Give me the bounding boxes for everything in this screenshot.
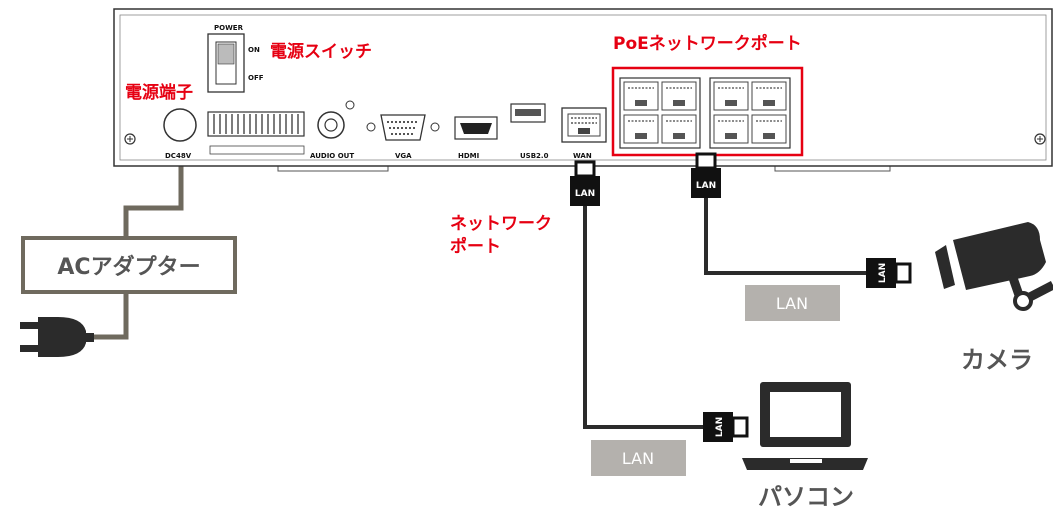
- plug-icon: [20, 317, 94, 357]
- lan-connector-icon: LAN: [703, 412, 749, 442]
- poe-ports-callout: PoEネットワークポート: [613, 33, 802, 54]
- pc-cable-sticker: [591, 440, 686, 476]
- power-switch-callout: 電源スイッチ: [270, 41, 372, 62]
- nvr-rear-panel: POWER ON OFF DC48V AUDIO OUT VGA: [113, 8, 1053, 172]
- plug-cable: [90, 292, 129, 340]
- poe-connector-tag: LAN: [696, 181, 716, 191]
- ac-adapter-label: ACアダプター: [57, 254, 200, 280]
- power-terminal-callout: 電源端子: [125, 82, 193, 103]
- vga-label: VGA: [395, 152, 412, 160]
- dc-power-jack[interactable]: [163, 108, 197, 142]
- vga-port[interactable]: [366, 114, 440, 141]
- usb-label: USB2.0: [520, 152, 549, 160]
- hdmi-label: HDMI: [458, 152, 479, 160]
- camera-icon: [935, 222, 1053, 311]
- pc-connector-tag: LAN: [715, 417, 725, 437]
- network-port-callout-line1: ネットワーク: [450, 214, 552, 234]
- dc-label: DC48V: [165, 152, 192, 160]
- hdmi-port[interactable]: [454, 116, 498, 140]
- ac-adapter-box: [21, 236, 237, 294]
- camera-cable-sticker: [745, 285, 840, 321]
- camera-label: カメラ: [961, 346, 1033, 374]
- lan-connector-icon: LAN: [570, 160, 600, 206]
- pc-cable-sticker-text: LAN: [622, 449, 654, 468]
- usb-port[interactable]: [510, 103, 546, 123]
- wan-connector-tag: LAN: [575, 189, 595, 199]
- cables: [90, 165, 868, 429]
- switch-off-label: OFF: [248, 74, 264, 82]
- screw-left: [124, 133, 136, 145]
- poe-port-array[interactable]: [619, 77, 791, 149]
- terminal-block: [207, 111, 305, 155]
- wan-label: WAN: [573, 152, 592, 160]
- pc-lan-cable: [583, 205, 705, 429]
- panel-inner-border: [119, 14, 1047, 161]
- lan-connector-icon: LAN: [866, 258, 912, 288]
- camera-lan-cable: [704, 198, 868, 275]
- power-cable: [123, 165, 184, 238]
- screw-right: [1034, 133, 1046, 145]
- lan-connector-icon: LAN: [691, 152, 721, 198]
- network-port-callout-line2: ポート: [450, 236, 501, 257]
- pc-label: パソコン: [758, 483, 854, 508]
- wan-port[interactable]: [561, 107, 607, 143]
- camera-connector-tag: LAN: [878, 263, 888, 283]
- audio-out-label: AUDIO OUT: [310, 152, 354, 160]
- camera-cable-sticker-text: LAN: [776, 294, 808, 313]
- switch-on-label: ON: [248, 46, 260, 54]
- power-label: POWER: [214, 24, 244, 32]
- laptop-icon: [742, 382, 868, 470]
